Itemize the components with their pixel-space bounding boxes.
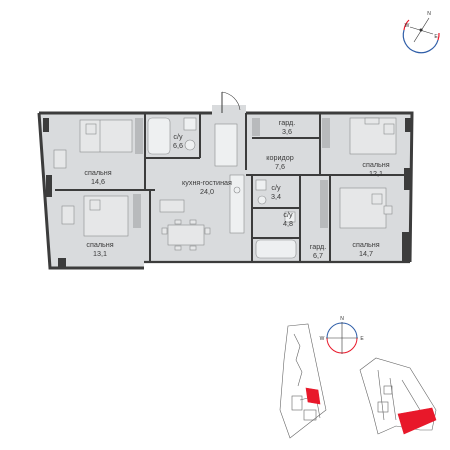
bathroom-fixtures-1 bbox=[147, 117, 197, 155]
compass-bottom-north-label: N bbox=[340, 316, 344, 322]
room-corridor-area: 7,6 bbox=[275, 162, 285, 171]
bathroom-fixtures-3 bbox=[255, 211, 297, 259]
room-bedroom-1-area: 14,6 bbox=[91, 177, 105, 186]
room-corridor-name: коридор bbox=[266, 153, 293, 162]
site-map bbox=[279, 323, 327, 439]
room-bedroom-1-name: спальня bbox=[84, 168, 111, 177]
room-wardrobe-2-area: 6,7 bbox=[313, 251, 323, 260]
room-wardrobe-2-name: гард. bbox=[310, 242, 326, 251]
room-bedroom-2-name: спальня bbox=[86, 240, 113, 249]
compass-bottom-west-label: W bbox=[320, 336, 325, 342]
bathroom-fixtures-2 bbox=[255, 179, 267, 205]
floor-key-highlight bbox=[397, 407, 437, 435]
room-bedroom-2-area: 13,1 bbox=[93, 249, 107, 258]
compass-top: N E W bbox=[402, 11, 440, 54]
room-wardrobe-1-area: 3,6 bbox=[282, 127, 292, 136]
floor-key-map bbox=[359, 357, 437, 435]
site-map-highlight bbox=[305, 387, 321, 405]
compass-bottom-east-label: E bbox=[360, 336, 364, 342]
kitchen-counter bbox=[214, 123, 245, 234]
bed-bedroom-1 bbox=[79, 119, 133, 153]
room-bathroom-3-area: 4,8 bbox=[283, 219, 293, 228]
compass-west-label: W bbox=[405, 23, 410, 29]
room-bathroom-3-name: с/у bbox=[283, 210, 293, 219]
room-bedroom-4-area: 14,7 bbox=[359, 249, 373, 258]
room-labels: спальня 14,6 с/у 6,6 кухня-гостиная 24,0… bbox=[84, 118, 389, 260]
room-wardrobe-1-name: гард. bbox=[279, 118, 295, 127]
room-bedroom-3-name: спальня bbox=[362, 160, 389, 169]
compass-east-label: E bbox=[434, 34, 438, 40]
room-bedroom-3-area: 12,1 bbox=[369, 169, 383, 178]
compass-bottom: N E W bbox=[320, 316, 364, 354]
wardrobes bbox=[133, 118, 330, 228]
room-bathroom-1-area: 6,6 bbox=[173, 141, 183, 150]
desk-bedroom-2 bbox=[61, 205, 75, 225]
desk-bedroom-1 bbox=[53, 149, 67, 169]
bed-bedroom-4 bbox=[339, 187, 393, 229]
interior-walls bbox=[55, 113, 410, 262]
room-kitchen-living-name: кухня-гостиная bbox=[182, 178, 232, 187]
room-bathroom-2-area: 3,4 bbox=[271, 192, 281, 201]
compass-north-label: N bbox=[427, 11, 431, 17]
room-bedroom-4-name: спальня bbox=[352, 240, 379, 249]
bed-bedroom-3 bbox=[349, 117, 397, 155]
room-kitchen-living-area: 24,0 bbox=[200, 187, 214, 196]
room-bathroom-1-name: с/у bbox=[173, 132, 183, 141]
entrance-door bbox=[221, 91, 241, 113]
living-furniture bbox=[159, 199, 211, 251]
bed-bedroom-2 bbox=[83, 195, 129, 237]
room-bathroom-2-name: с/у bbox=[271, 183, 281, 192]
floor-plan: спальня 14,6 с/у 6,6 кухня-гостиная 24,0… bbox=[37, 91, 414, 270]
